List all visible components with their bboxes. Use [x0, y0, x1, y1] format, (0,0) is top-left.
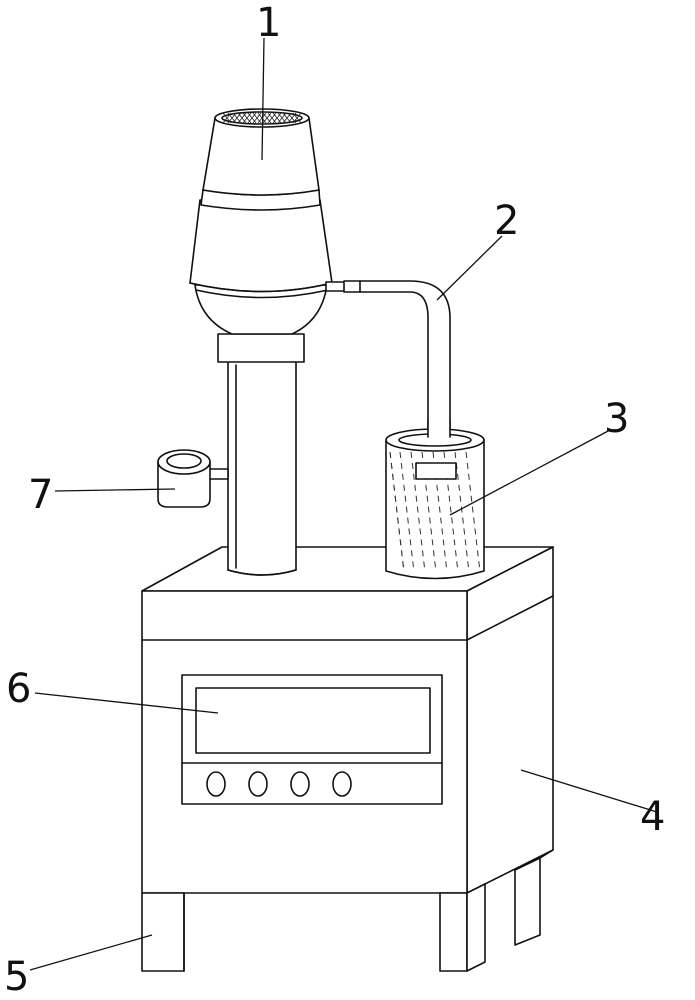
part-labels: 1 2 3 4 5 6 7 [4, 0, 665, 1000]
label-7: 7 [28, 472, 53, 518]
head-sleeve [217, 333, 305, 363]
leg-front-left [141, 892, 185, 972]
leg-front-right-side [466, 883, 486, 972]
panel-knob [332, 771, 352, 797]
canister-dash-line [389, 451, 405, 573]
leader-3 [449, 429, 611, 516]
leader-1 [261, 37, 265, 161]
pipe-outer [343, 280, 451, 437]
canister-label-plate [415, 462, 457, 480]
mesh-line [292, 112, 302, 124]
pipe-inner [343, 291, 429, 437]
knob-row [206, 771, 352, 797]
column-base-curve [227, 569, 297, 576]
head-neck [194, 284, 328, 335]
label-4: 4 [640, 794, 665, 840]
leg-front-right [439, 892, 468, 972]
filter-canister [385, 419, 485, 580]
head-lower-body [189, 199, 333, 293]
canister-dash-line [454, 451, 470, 573]
leader-7 [54, 488, 176, 492]
cabinet-side-face [466, 546, 554, 894]
canister-pattern [389, 451, 481, 573]
canister-dash-line [443, 451, 459, 573]
leg-back-right [514, 857, 541, 946]
canister-dash-line [432, 451, 448, 573]
pipe-into-lid [428, 420, 450, 438]
pipe-coupler [325, 281, 345, 292]
column-body [227, 359, 297, 576]
control-panel [181, 674, 443, 805]
inlet-head [189, 108, 333, 363]
label-6: 6 [6, 666, 31, 712]
canister-body [385, 439, 485, 580]
canister-dash-line [421, 451, 437, 573]
leader-6 [34, 692, 219, 714]
label-5: 5 [4, 954, 29, 1000]
display-screen [195, 687, 431, 754]
side-cup [157, 449, 229, 508]
mesh-screen-pattern [222, 112, 302, 124]
legs [141, 849, 554, 972]
canister-dash-line [465, 451, 481, 573]
panel-knob [206, 771, 226, 797]
panel-knob [290, 771, 310, 797]
head-upper-cone [202, 117, 320, 196]
canister-dash-line [399, 451, 415, 573]
leader-4 [520, 769, 658, 813]
label-1: 1 [256, 0, 281, 46]
cup-connector [207, 468, 229, 480]
connecting-pipe [325, 280, 451, 437]
canister-dash-line [410, 451, 426, 573]
label-2: 2 [494, 198, 519, 244]
leader-lines [29, 37, 658, 971]
leader-5 [29, 934, 153, 971]
cup-opening [166, 453, 202, 469]
cabinet-band-line-side [466, 595, 554, 641]
leader-2 [436, 235, 503, 301]
panel-knob [248, 771, 268, 797]
label-3: 3 [604, 396, 629, 442]
support-column [227, 359, 297, 576]
